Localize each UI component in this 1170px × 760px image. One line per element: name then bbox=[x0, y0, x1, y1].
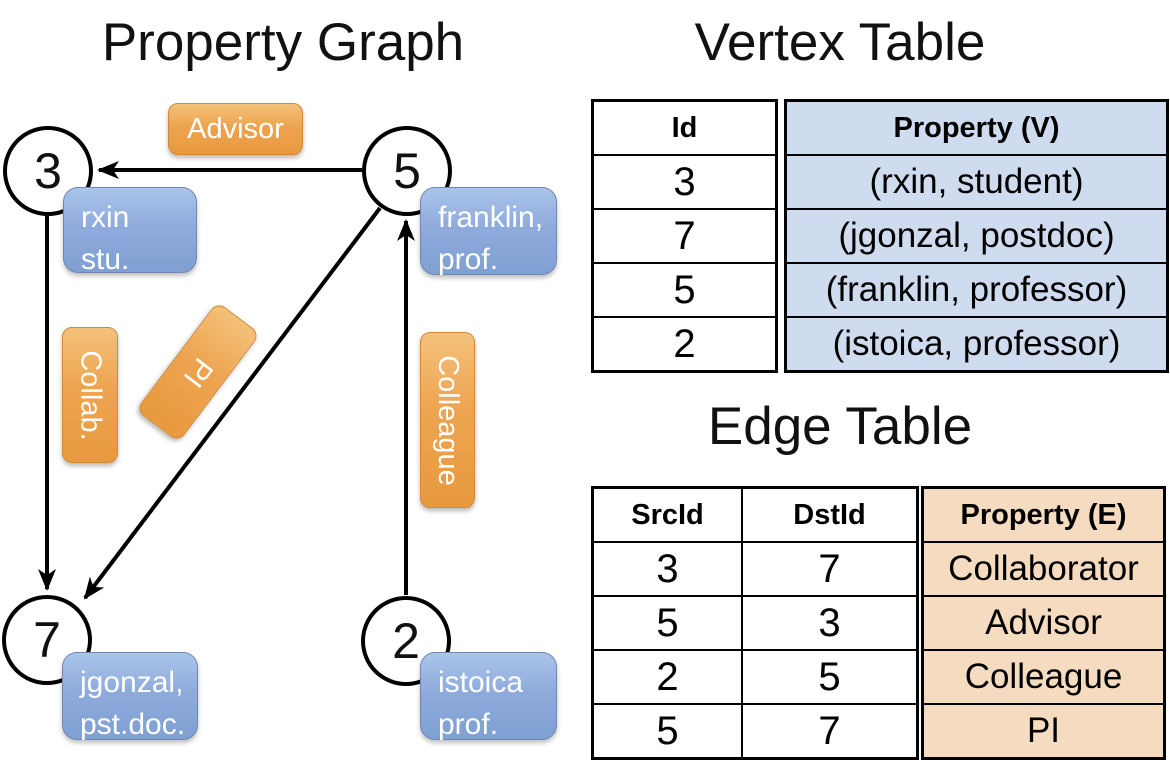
vertex-table-id-cell: 5 bbox=[592, 262, 777, 318]
edge-table-title: Edge Table bbox=[707, 397, 973, 456]
edge-table-property-cell: Advisor bbox=[922, 595, 1165, 651]
vertex-property-line: pst.doc. bbox=[80, 708, 186, 741]
edge-table-property-column: Property (E) Collaborator Advisor Collea… bbox=[921, 486, 1166, 760]
vertex-table-property-column: Property (V) (rxin, student) (jgonzal, p… bbox=[784, 99, 1169, 373]
vertex-property-line: franklin, bbox=[438, 201, 544, 234]
vertex-table-property-cell: (franklin, professor) bbox=[785, 262, 1168, 318]
edge-pi-line bbox=[83, 206, 382, 600]
graph-edges-svg bbox=[38, 161, 415, 600]
edge-table-property-cell: Collaborator bbox=[922, 541, 1165, 597]
edge-table-src-cell: 5 bbox=[592, 595, 743, 651]
vertex-id: 3 bbox=[34, 143, 62, 199]
edge-table-src-cell: 3 bbox=[592, 541, 743, 597]
vertex-property-line: rxin bbox=[81, 201, 130, 234]
vertex-table-title: Vertex Table bbox=[694, 13, 986, 72]
edge-label-colleague: Colleague bbox=[420, 332, 475, 508]
edge-label-advisor: Advisor bbox=[168, 103, 303, 155]
edge-table-src-cell: 5 bbox=[592, 703, 743, 759]
edge-table-dst-cell: 5 bbox=[741, 649, 918, 705]
vertex-table-id-header: Id bbox=[592, 100, 777, 156]
vertex-table-property-cell: (jgonzal, postdoc) bbox=[785, 208, 1168, 264]
edge-table-property-cell: Colleague bbox=[922, 649, 1165, 705]
edge-table-dst-cell: 7 bbox=[741, 541, 918, 597]
vertex-table-id-cell: 2 bbox=[592, 316, 777, 372]
vertex-table-property-cell: (rxin, student) bbox=[785, 154, 1168, 210]
edge-table-src-header: SrcId bbox=[592, 487, 743, 543]
vertex-id: 5 bbox=[393, 143, 421, 199]
vertex-property-line: prof. bbox=[438, 243, 499, 276]
vertex-table-id-cell: 3 bbox=[592, 154, 777, 210]
vertex-property-box-5: franklin, prof. bbox=[420, 187, 557, 276]
vertex-property-line: stu. bbox=[81, 243, 130, 276]
edge-table-id-columns: SrcId DstId 3 7 5 3 2 5 5 7 bbox=[591, 486, 919, 760]
vertex-node-2: 2 bbox=[361, 596, 451, 686]
vertex-property-box-3: rxin stu. bbox=[63, 187, 197, 276]
edge-label-collab: Collab. bbox=[62, 327, 118, 463]
edge-table-dst-cell: 3 bbox=[741, 595, 918, 651]
vertex-id: 7 bbox=[33, 612, 61, 668]
property-graph-title: Property Graph bbox=[101, 13, 465, 72]
vertex-property-box-7: jgonzal, pst.doc. bbox=[62, 652, 198, 741]
vertex-node-5: 5 bbox=[362, 126, 452, 216]
vertex-table-id-column: Id 3 7 5 2 bbox=[591, 99, 778, 373]
vertex-table-property-header: Property (V) bbox=[785, 100, 1168, 156]
edge-table-property-header: Property (E) bbox=[922, 487, 1165, 543]
edge-table-property-cell: PI bbox=[922, 703, 1165, 759]
vertex-property-line: jgonzal, bbox=[80, 666, 184, 699]
edge-table-src-cell: 2 bbox=[592, 649, 743, 705]
vertex-id: 2 bbox=[392, 613, 420, 669]
vertex-table-property-cell: (istoica, professor) bbox=[785, 316, 1168, 372]
edge-table-dst-cell: 7 bbox=[741, 703, 918, 759]
vertex-property-line: prof. bbox=[438, 708, 499, 741]
vertex-property-box-2: istoica prof. bbox=[420, 652, 557, 741]
edge-table-dst-header: DstId bbox=[741, 487, 918, 543]
vertex-property-line: istoica bbox=[438, 666, 524, 699]
vertex-table-id-cell: 7 bbox=[592, 208, 777, 264]
